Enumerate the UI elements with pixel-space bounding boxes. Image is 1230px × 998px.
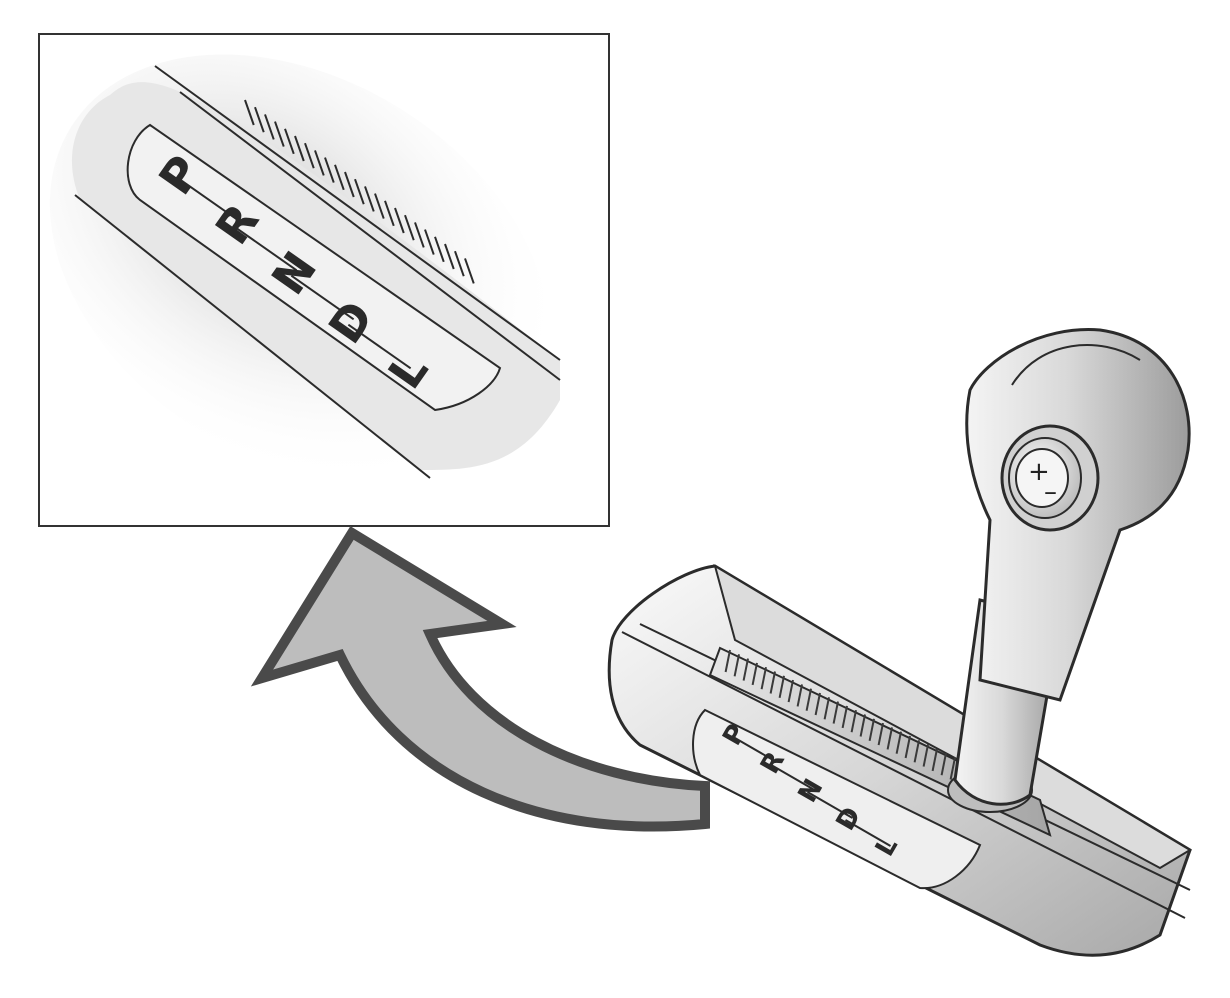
plus-minus-button[interactable]: + – — [1000, 424, 1100, 532]
shifter-gear-separator — [730, 735, 778, 763]
detail-gear-separator — [233, 225, 298, 272]
shifter-gear-separator — [768, 763, 816, 791]
curved-arrow-icon — [250, 526, 710, 832]
detail-gate-teeth — [244, 99, 475, 284]
detail-gear-separator — [176, 176, 241, 223]
detail-gear-separator — [290, 274, 355, 321]
minus-icon: – — [1044, 477, 1057, 507]
detail-indicator-strip — [126, 123, 502, 412]
shifter-gear-separator — [806, 791, 854, 819]
shifter-gear-separator — [844, 819, 892, 847]
detail-frame — [38, 33, 610, 527]
detail-gear-separator — [347, 323, 412, 370]
plus-icon: + — [1028, 457, 1050, 487]
